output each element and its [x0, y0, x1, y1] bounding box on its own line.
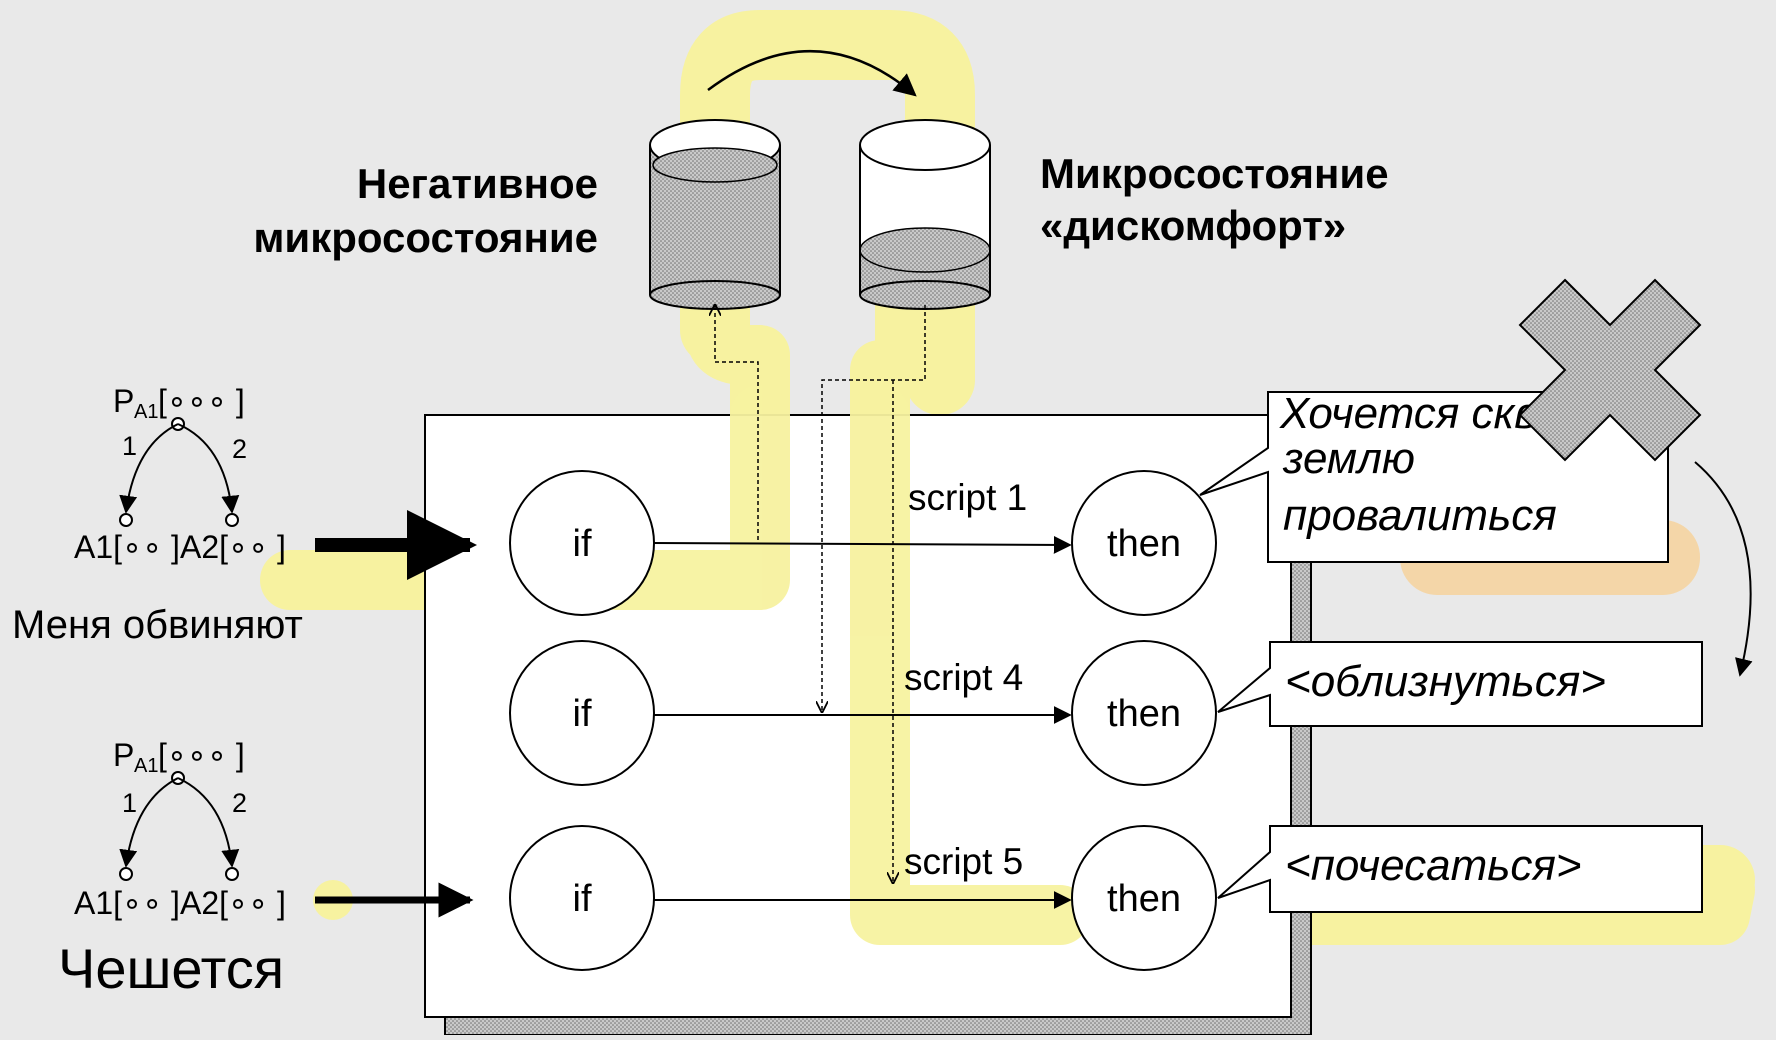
- then-node: then: [1071, 470, 1217, 616]
- trigger-label-bottom: Чешется: [58, 937, 284, 1000]
- dotted-connectors: [715, 305, 926, 883]
- action-3-label: <почесаться>: [1285, 841, 1582, 890]
- if-node-label: if: [573, 693, 592, 735]
- then-node: then: [1071, 825, 1217, 971]
- if-node-label: if: [573, 878, 592, 920]
- action-1-line3: провалиться: [1283, 491, 1557, 540]
- tree-root-slots: [∘∘∘ ]: [158, 737, 245, 773]
- blocked-x-icon: [1518, 278, 1702, 462]
- tree-edge-left: 1: [122, 788, 137, 818]
- tree-root-p: P: [113, 383, 134, 419]
- action-1-line2: землю: [1282, 434, 1415, 483]
- trigger-label-top: Меня обвиняют: [12, 603, 303, 647]
- then-node-label: then: [1107, 693, 1181, 735]
- discomfort-label-line1: Микросостояние: [1040, 150, 1389, 197]
- discomfort-label-line2: «дискомфорт»: [1040, 202, 1346, 249]
- action-callout-2: <облизнуться>: [1217, 641, 1703, 727]
- transfer-arrow: [707, 50, 917, 97]
- trigger-tree-top: P A1 [∘∘∘ ] 1 2 A1[∘∘ ] A2[∘∘ ]: [74, 383, 286, 565]
- then-node: then: [1071, 640, 1217, 786]
- then-node-label: then: [1107, 878, 1181, 920]
- negative-cylinder: [649, 119, 781, 310]
- tree-root-sub: A1: [134, 401, 158, 423]
- script-4-label: script 4: [904, 657, 1023, 698]
- if-node: if: [509, 640, 655, 786]
- discomfort-cylinder: [859, 119, 991, 310]
- tree-edge-right: 2: [232, 788, 247, 818]
- if-node-label: if: [573, 523, 592, 565]
- tree-edge-left: 1: [122, 431, 137, 461]
- tree-edge-right: 2: [232, 434, 247, 464]
- tree-root-slots: [∘∘∘ ]: [158, 383, 245, 419]
- script-5-label: script 5: [904, 841, 1023, 882]
- tree-root-sub: A1: [134, 755, 158, 777]
- tree-leaf-a2: A2[∘∘ ]: [180, 885, 286, 921]
- if-node: if: [509, 470, 655, 616]
- tree-root-p: P: [113, 737, 134, 773]
- negative-label-line2: микросостояние: [253, 214, 598, 261]
- if-node: if: [509, 825, 655, 971]
- redirect-arrow: [1694, 461, 1753, 677]
- then-node-label: then: [1107, 523, 1181, 565]
- tree-leaf-a1: A1[∘∘ ]: [74, 529, 180, 565]
- negative-label-line1: Негативное: [357, 160, 598, 207]
- tree-leaf-a2: A2[∘∘ ]: [180, 529, 286, 565]
- script-1-label: script 1: [908, 477, 1027, 518]
- script-arrows: [651, 535, 1072, 909]
- trigger-tree-bottom: P A1 [∘∘∘ ] 1 2 A1[∘∘ ] A2[∘∘ ]: [74, 737, 286, 921]
- tree-leaf-a1: A1[∘∘ ]: [74, 885, 180, 921]
- action-callout-3: <почесаться>: [1217, 825, 1703, 913]
- action-2-label: <облизнуться>: [1285, 657, 1606, 706]
